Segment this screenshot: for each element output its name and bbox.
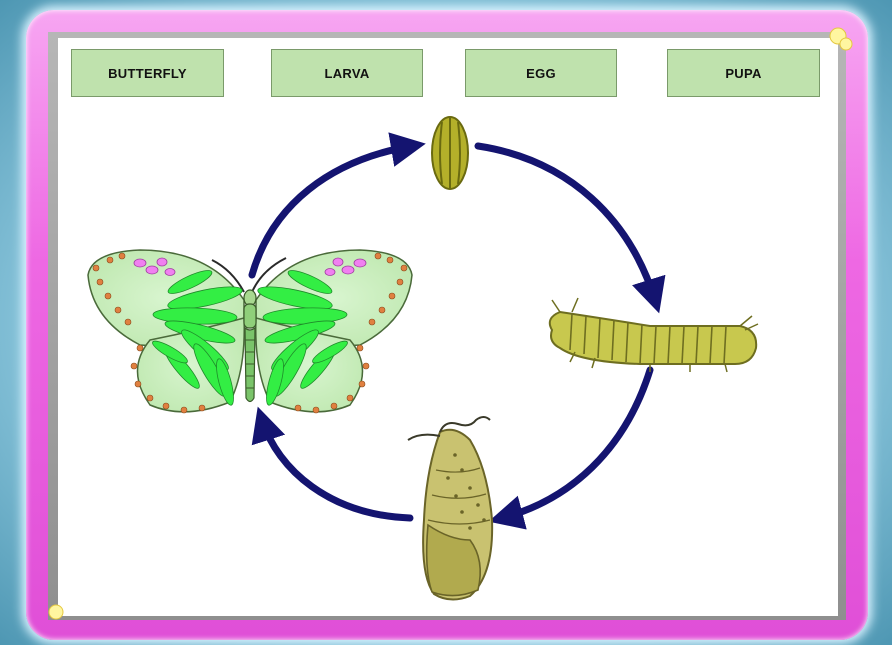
corner-flower-top-right: [830, 28, 852, 50]
egg-illustration: [432, 117, 468, 189]
arrow-egg-to-larva: [478, 146, 655, 300]
pupa-illustration: [408, 417, 492, 600]
arrow-larva-to-pupa: [502, 370, 650, 518]
larva-illustration: [550, 298, 758, 372]
corner-flower-bottom-left: [49, 605, 63, 619]
arrow-pupa-to-butterfly: [262, 420, 410, 518]
